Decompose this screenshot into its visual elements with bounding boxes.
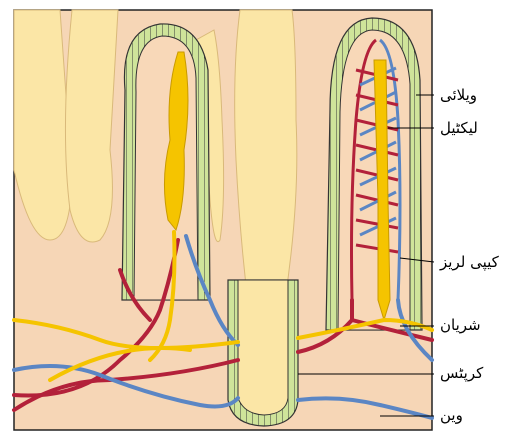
central-crypt (228, 280, 298, 426)
left-villus (122, 24, 210, 300)
label-lacteal: لیکٹیل (440, 121, 478, 136)
label-crypts: کرپٹس (440, 366, 483, 381)
label-vein: وین (440, 408, 463, 423)
label-capillaries: کیپی لریز (440, 255, 499, 270)
label-villi: ویلائی (440, 88, 477, 103)
label-artery: شریان (440, 318, 481, 333)
